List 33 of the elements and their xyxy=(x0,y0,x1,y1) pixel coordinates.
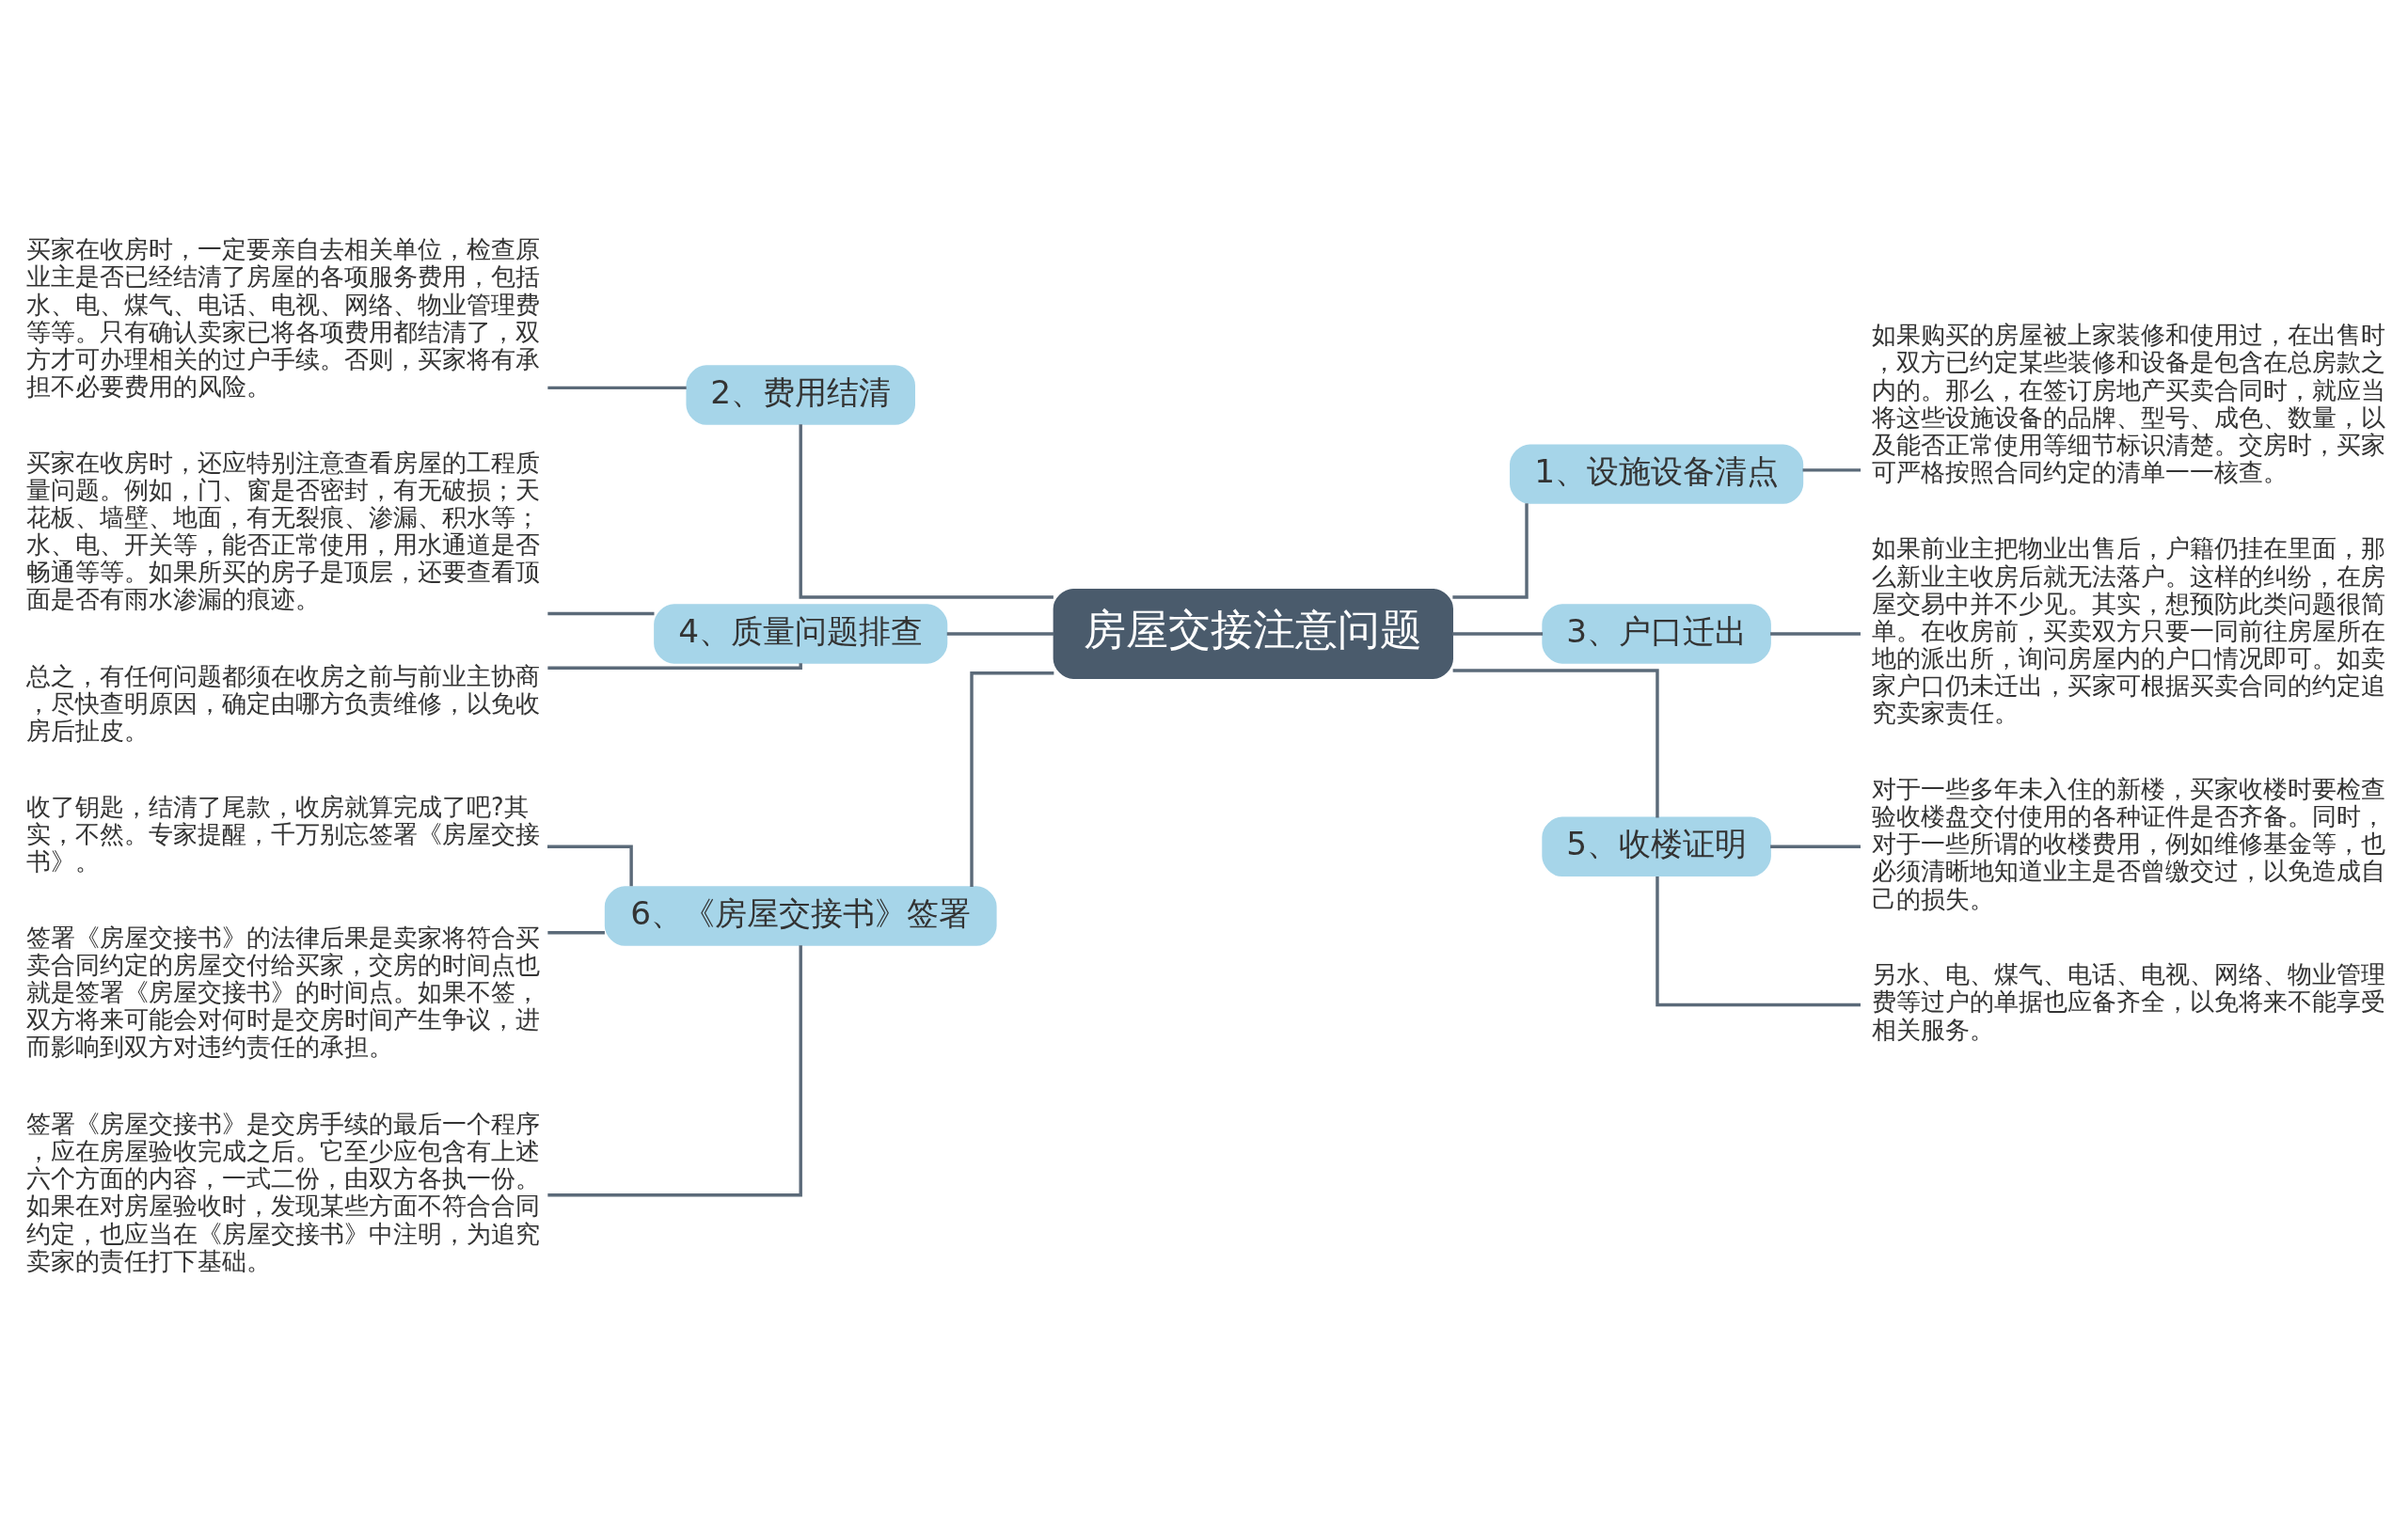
connector xyxy=(547,386,687,390)
connector xyxy=(1452,669,1659,818)
node-box: 房屋交接注意问题 xyxy=(1053,588,1453,679)
connector xyxy=(547,663,802,670)
connector xyxy=(799,424,1054,599)
node-text: 签署《房屋交接书》是交房手续的最后一个程序，应在房屋验收完成之后。它至少应包含有上述六个方面的内容，一式二份，由双方各执一份。如果在对房屋验收时，发现某些方面不符合合同约定，也应当在《房屋交接书》中注明，为追究卖家的责任打下基础。 xyxy=(25,1109,540,1275)
connector xyxy=(547,945,802,1197)
node-box: 6、《房屋交接书》签署 xyxy=(604,886,997,946)
connector xyxy=(547,930,605,935)
connector xyxy=(970,671,1054,887)
node-box: 4、质量问题排查 xyxy=(654,604,948,664)
node-text: 买家在收房时，还应特别注意查看房屋的工程质量问题。例如，门、窗是否密封，有无破损；天花板、墙壁、地面，有无裂痕、渗漏、积水等；水、电、开关等，能否正常使用，用水通道是否畅通等等。如果所买的房子是顶层，还要查看顶面是否有雨水渗漏的痕迹。 xyxy=(25,448,540,614)
node-text: 如果前业主把物业出售后，户籍仍挂在里面，那么新业主收房后就无法落户。这样的纠纷，在房屋交易中并不少见。其实，想预防此类问题很简单。在收房前，买卖双方只要一同前往房屋所在地的派出所，询问房屋内的户口情况即可。如卖家户口仍未迁出，买家可根据买卖合同的约定追究卖家责任。 xyxy=(1872,534,2386,728)
connector xyxy=(946,632,1054,636)
node-text: 签署《房屋交接书》的法律后果是卖家将符合买卖合同约定的房屋交付给买家，交房的时间点也就是签署《房屋交接书》的时间点。如果不签，双方将来可能会对何时是交房时间产生争议，进而影响到双方对违约责任的承担。 xyxy=(25,923,540,1062)
node-box: 5、收楼证明 xyxy=(1542,816,1771,877)
connector xyxy=(1452,632,1544,636)
node-box: 1、设施设备清点 xyxy=(1510,444,1804,504)
node-text: 买家在收房时，一定要亲自去相关单位，检查原业主是否已经结清了房屋的各项服务费用，包括水、电、煤气、电话、电视、网络、物业管理费等等。只有确认卖家已将各项费用都结清了，双方才可办理相关的过户手续。否则，买家将有承担不必要费用的风险。 xyxy=(25,235,540,402)
connector xyxy=(1770,845,1861,849)
node-box: 3、户口迁出 xyxy=(1542,604,1771,664)
node-box: 2、费用结清 xyxy=(686,365,915,425)
node-text: 对于一些多年未入住的新楼，买家收楼时要检查验收楼盘交付使用的各种证件是否齐备。同时，对于一些所谓的收楼费用，例如维修基金等，也必须清晰地知道业主是否曾缴交过，以免造成自己的损失。 xyxy=(1872,775,2386,913)
connector xyxy=(1802,468,1861,472)
connector xyxy=(1770,632,1861,636)
connector xyxy=(1656,876,1861,1007)
node-text: 另水、电、煤气、电话、电视、网络、物业管理费等过户的单据也应备齐全，以免将来不能享受相关服务。 xyxy=(1872,960,2386,1044)
connector xyxy=(1452,503,1529,599)
node-text: 如果购买的房屋被上家装修和使用过，在出售时，双方已约定某些装修和设备是包含在总房款之内的。那么，在签订房地产买卖合同时，就应当将这些设施设备的品牌、型号、成色、数量，以及能否正常使用等细节标识清楚。交房时，买家可严格按照合同约定的清单一一核查。 xyxy=(1872,321,2386,486)
connector xyxy=(547,845,633,887)
connector xyxy=(547,611,655,616)
node-text: 总之，有任何问题都须在收房之前与前业主协商，尽快查明原因，确定由哪方负责维修，以免收房后扯皮。 xyxy=(25,661,540,746)
node-text: 收了钥匙，结清了尾款，收房就算完成了吧?其实，不然。专家提醒，千万别忘签署《房屋交接书》。 xyxy=(25,792,540,876)
